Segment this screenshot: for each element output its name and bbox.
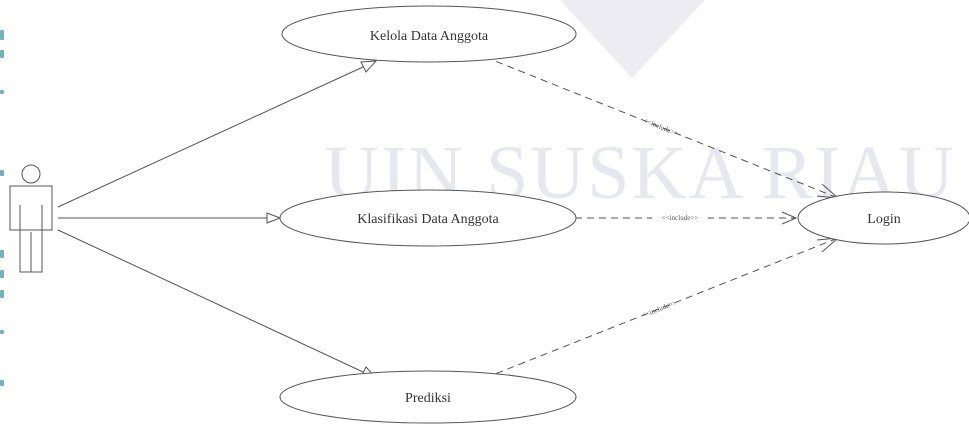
include-label-prediksi: <<include>> — [641, 299, 678, 320]
actor-body — [9, 185, 53, 231]
arrowhead-klasifikasi — [266, 212, 282, 224]
use-case-kelola-ellipse — [281, 5, 577, 63]
include-arrow-klasifikasi — [781, 211, 798, 225]
actor[interactable] — [9, 164, 53, 273]
arrowhead-kelola — [360, 60, 378, 73]
use-case-login-label: Login — [867, 212, 900, 227]
use-case-login-ellipse — [797, 191, 969, 245]
association-kelola — [57, 60, 377, 208]
include-label-klasifikasi: <<include>> — [662, 214, 698, 222]
include-line-prediksi — [484, 237, 839, 379]
use-case-klasifikasi[interactable]: Klasifikasi Data Anggota — [279, 189, 577, 247]
use-case-prediksi[interactable]: Prediksi — [279, 370, 577, 424]
use-case-login[interactable]: Login — [797, 191, 969, 245]
use-case-klasifikasi-label: Klasifikasi Data Anggota — [357, 212, 499, 227]
use-case-prediksi-ellipse — [279, 370, 577, 424]
use-case-kelola[interactable]: Kelola Data Anggota — [281, 5, 577, 63]
use-case-klasifikasi-ellipse — [279, 189, 577, 247]
watermark-chevron — [560, 0, 705, 78]
include-line-kelola — [484, 56, 839, 199]
association-prediksi — [57, 229, 377, 379]
actor-head — [21, 164, 41, 184]
left-edge-markers — [0, 0, 6, 424]
use-case-prediksi-label: Prediksi — [405, 391, 451, 406]
use-case-kelola-label: Kelola Data Anggota — [370, 29, 489, 44]
